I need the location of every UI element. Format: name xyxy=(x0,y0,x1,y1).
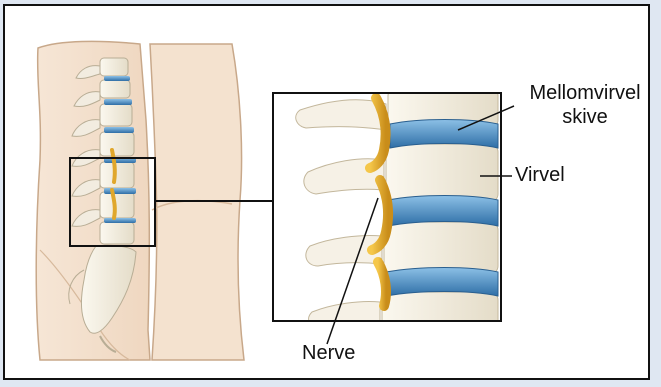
vertebra-label: Virvel xyxy=(515,163,565,187)
disc-label-line1: Mellomvirvel xyxy=(520,81,650,105)
disc-label: Mellomvirvel skive xyxy=(520,81,650,129)
disc-label-line2: skive xyxy=(520,105,650,129)
spine-closeup-illustration xyxy=(273,88,501,332)
nerve-label: Nerve xyxy=(302,341,355,365)
